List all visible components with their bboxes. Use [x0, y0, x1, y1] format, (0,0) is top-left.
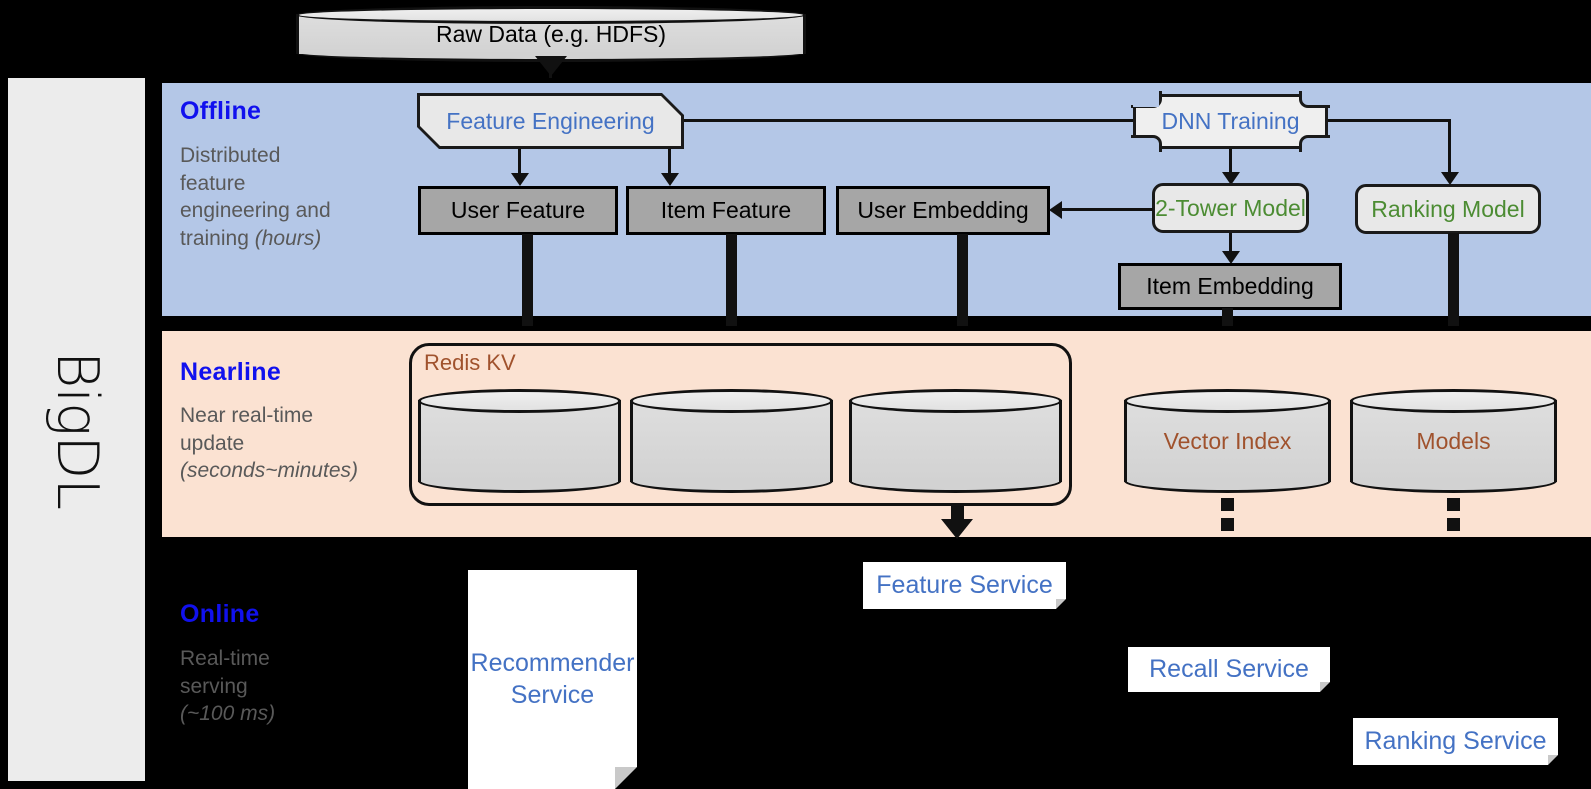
edge-dnn-to-ranking-h — [1328, 119, 1451, 122]
nearline-title: Nearline — [180, 358, 282, 386]
connector-marker-models-1 — [1447, 498, 1460, 511]
cylinder-top — [296, 6, 806, 24]
bigdl-rail-label: BigDL — [8, 78, 145, 781]
models-label: Models — [1416, 427, 1491, 454]
vector-index-cylinder[interactable]: Vector Index — [1124, 389, 1331, 493]
arrowhead-rawdata-to-fe — [535, 56, 567, 76]
user-embedding-store-cylinder[interactable] — [849, 389, 1062, 493]
item-feature-box[interactable]: Item Feature — [626, 186, 826, 235]
notch-br — [1299, 135, 1330, 152]
edge-fe-to-dnn — [684, 119, 1136, 122]
dnn-training-box[interactable]: DNN Training — [1131, 91, 1330, 152]
page-fold-icon — [1548, 755, 1558, 765]
pipe-itemfeature-to-store — [726, 234, 737, 374]
edge-rawdata-to-fe — [549, 62, 552, 90]
cylinder-body — [1350, 400, 1557, 482]
edge-fe-to-itemfeature — [668, 149, 671, 177]
cylinder-body — [849, 400, 1062, 482]
vector-index-label: Vector Index — [1163, 427, 1292, 454]
cylinder-top — [630, 389, 833, 413]
online-title: Online — [180, 600, 260, 628]
ranking-model-box[interactable]: Ranking Model — [1355, 184, 1541, 234]
raw-data-cylinder: Raw Data (e.g. HDFS) — [296, 6, 806, 62]
arrowhead-dnn-to-twotower — [1222, 172, 1240, 185]
item-embedding-box[interactable]: Item Embedding — [1118, 263, 1342, 310]
item-feature-store-cylinder[interactable] — [630, 389, 833, 493]
edge-dnn-to-twotower — [1229, 149, 1232, 177]
notch-tl — [1131, 91, 1162, 108]
arrowhead-fe-to-userfeature — [511, 173, 529, 186]
arrowhead-redis-to-featureservice — [941, 519, 973, 539]
recall-service-label: Recall Service — [1149, 654, 1309, 683]
feature-engineering-inner: Feature Engineering — [420, 96, 681, 146]
pipe-userfeature-to-store — [522, 234, 533, 394]
redis-kv-label: Redis KV — [424, 350, 516, 375]
edge-fe-to-userfeature — [518, 149, 521, 177]
connector-marker-vectorindex-1 — [1221, 498, 1234, 511]
bigdl-rail: BigDL — [8, 78, 145, 781]
feature-service-label: Feature Service — [876, 570, 1053, 599]
arrowhead-twotower-to-userembedding — [1049, 201, 1062, 219]
user-feature-box[interactable]: User Feature — [418, 186, 618, 235]
nearline-subtitle: Near real-time update (seconds~minutes) — [180, 404, 358, 483]
notch-bl — [1131, 135, 1162, 152]
feature-engineering-box[interactable]: Feature Engineering — [417, 93, 684, 149]
user-embedding-box[interactable]: User Embedding — [836, 186, 1050, 235]
bigdl-text: BigDL — [43, 350, 110, 509]
offline-title: Offline — [180, 97, 262, 125]
cylinder-body — [630, 400, 833, 482]
models-cylinder[interactable]: Models — [1350, 389, 1557, 493]
cylinder-body — [1124, 400, 1331, 482]
pipe-userembedding-to-store — [957, 234, 968, 374]
arrowhead-dnn-to-ranking — [1441, 172, 1459, 185]
cylinder-top — [1124, 389, 1331, 413]
page-fold-icon — [615, 767, 637, 789]
connector-marker-models-2 — [1447, 518, 1460, 531]
pipe-rankingmodel-to-models — [1448, 233, 1459, 381]
page-fold-icon — [1056, 599, 1066, 609]
user-feature-store-cylinder[interactable] — [418, 389, 621, 493]
edge-dnn-to-ranking-v — [1448, 119, 1451, 177]
recall-service-box[interactable]: Recall Service — [1128, 647, 1330, 692]
dnn-training-inner: DNN Training — [1136, 97, 1325, 146]
page-fold-icon — [1320, 682, 1330, 692]
notch-tr — [1299, 91, 1330, 108]
online-subtitle: Real-time serving (~100 ms) — [180, 647, 276, 726]
feature-service-box[interactable]: Feature Service — [863, 562, 1066, 609]
cylinder-top — [418, 389, 621, 413]
arrowhead-twotower-to-itemembedding — [1222, 251, 1240, 264]
ranking-service-box[interactable]: Ranking Service — [1353, 718, 1558, 765]
cylinder-top — [1350, 389, 1557, 413]
arrowhead-fe-to-itemfeature — [661, 173, 679, 186]
cylinder-body — [418, 400, 621, 482]
ranking-service-label: Ranking Service — [1364, 726, 1547, 755]
connector-marker-vectorindex-2 — [1221, 518, 1234, 531]
cylinder-top — [849, 389, 1062, 413]
edge-twotower-to-userembedding — [1061, 208, 1153, 211]
two-tower-model-box[interactable]: 2-Tower Model — [1152, 183, 1309, 233]
offline-subtitle: Distributed feature engineering and trai… — [180, 144, 331, 251]
connector-marker-featureservice — [951, 506, 964, 519]
edge-twotower-to-itemembedding — [1229, 233, 1232, 261]
raw-data-label: Raw Data (e.g. HDFS) — [435, 20, 667, 47]
redis-kv-group — [409, 343, 1072, 506]
